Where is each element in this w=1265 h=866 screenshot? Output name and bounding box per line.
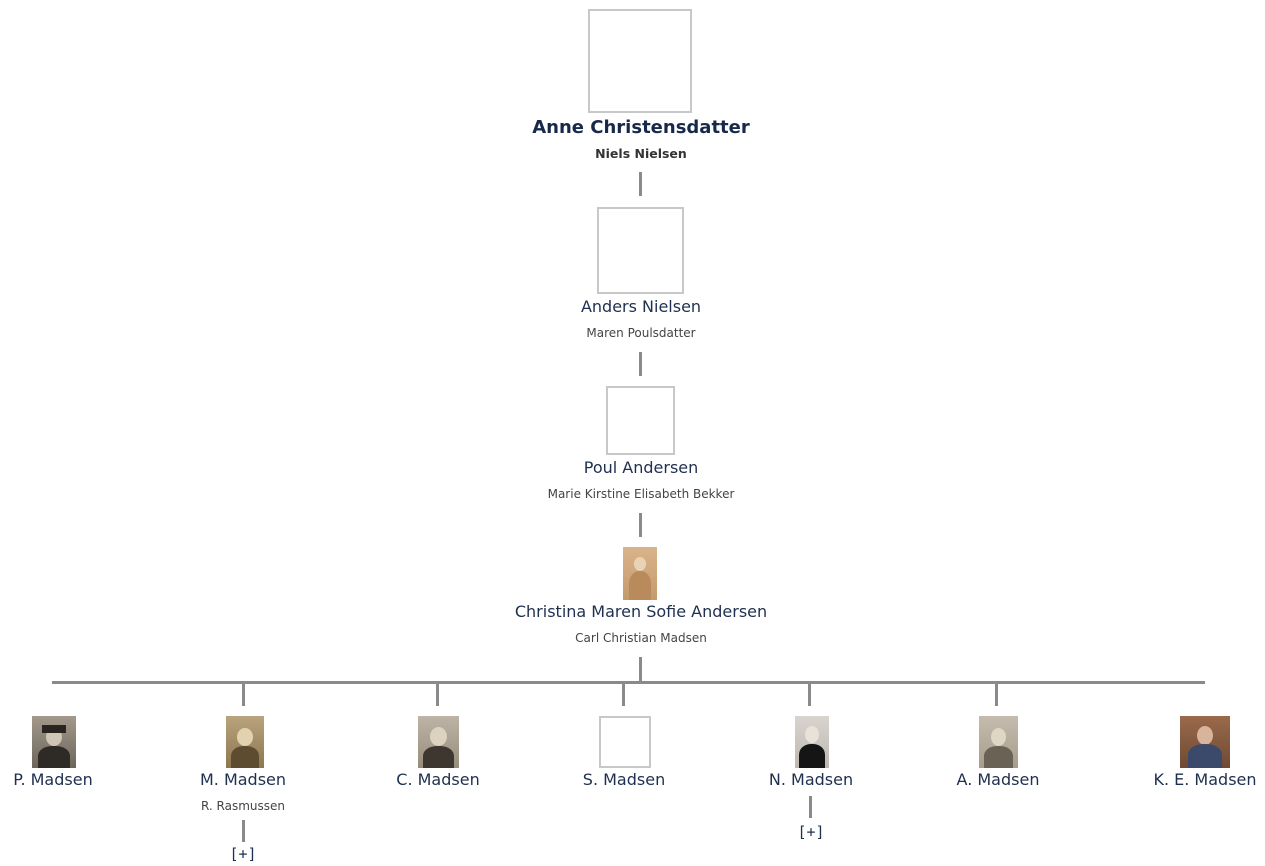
portrait-photo[interactable] (979, 716, 1018, 768)
portrait-photo[interactable] (1180, 716, 1230, 768)
connector-line (436, 684, 439, 706)
connector-line (995, 684, 998, 706)
person-name[interactable]: Poul Andersen (583, 458, 699, 477)
connector-line (639, 172, 642, 196)
photo-placeholder[interactable] (597, 207, 684, 294)
expand-button[interactable]: [+] (229, 845, 257, 863)
portrait-photo[interactable] (226, 716, 264, 768)
portrait-photo[interactable] (623, 547, 657, 600)
photo-placeholder[interactable] (606, 386, 675, 455)
connector-line (809, 796, 812, 818)
spouse-name[interactable]: Niels Nielsen (595, 146, 687, 161)
spouse-name[interactable]: Marie Kirstine Elisabeth Bekker (547, 487, 735, 501)
person-name[interactable]: A. Madsen (956, 770, 1040, 789)
connector-line (242, 684, 245, 706)
portrait-photo[interactable] (418, 716, 459, 768)
connector-line (808, 684, 811, 706)
person-name[interactable]: Anders Nielsen (580, 297, 702, 316)
person-name[interactable]: C. Madsen (396, 770, 480, 789)
photo-placeholder[interactable] (599, 716, 651, 768)
person-name[interactable]: P. Madsen (13, 770, 93, 789)
spouse-name[interactable]: Maren Poulsdatter (586, 326, 696, 340)
person-name[interactable]: Anne Christensdatter (532, 117, 750, 138)
person-name[interactable]: S. Madsen (582, 770, 666, 789)
portrait-photo[interactable] (795, 716, 829, 768)
connector-line (639, 657, 642, 682)
family-bar (52, 681, 1205, 684)
connector-line (639, 513, 642, 537)
person-name[interactable]: M. Madsen (199, 770, 287, 789)
portrait-photo[interactable] (32, 716, 76, 768)
person-name[interactable]: N. Madsen (768, 770, 854, 789)
connector-line (639, 352, 642, 376)
spouse-name[interactable]: Carl Christian Madsen (575, 631, 707, 645)
connector-line (622, 684, 625, 706)
photo-placeholder[interactable] (588, 9, 692, 113)
person-name[interactable]: K. E. Madsen (1153, 770, 1257, 789)
connector-line (242, 820, 245, 842)
person-name[interactable]: Christina Maren Sofie Andersen (514, 602, 768, 621)
expand-button[interactable]: [+] (797, 823, 825, 841)
spouse-name[interactable]: R. Rasmussen (200, 799, 286, 813)
